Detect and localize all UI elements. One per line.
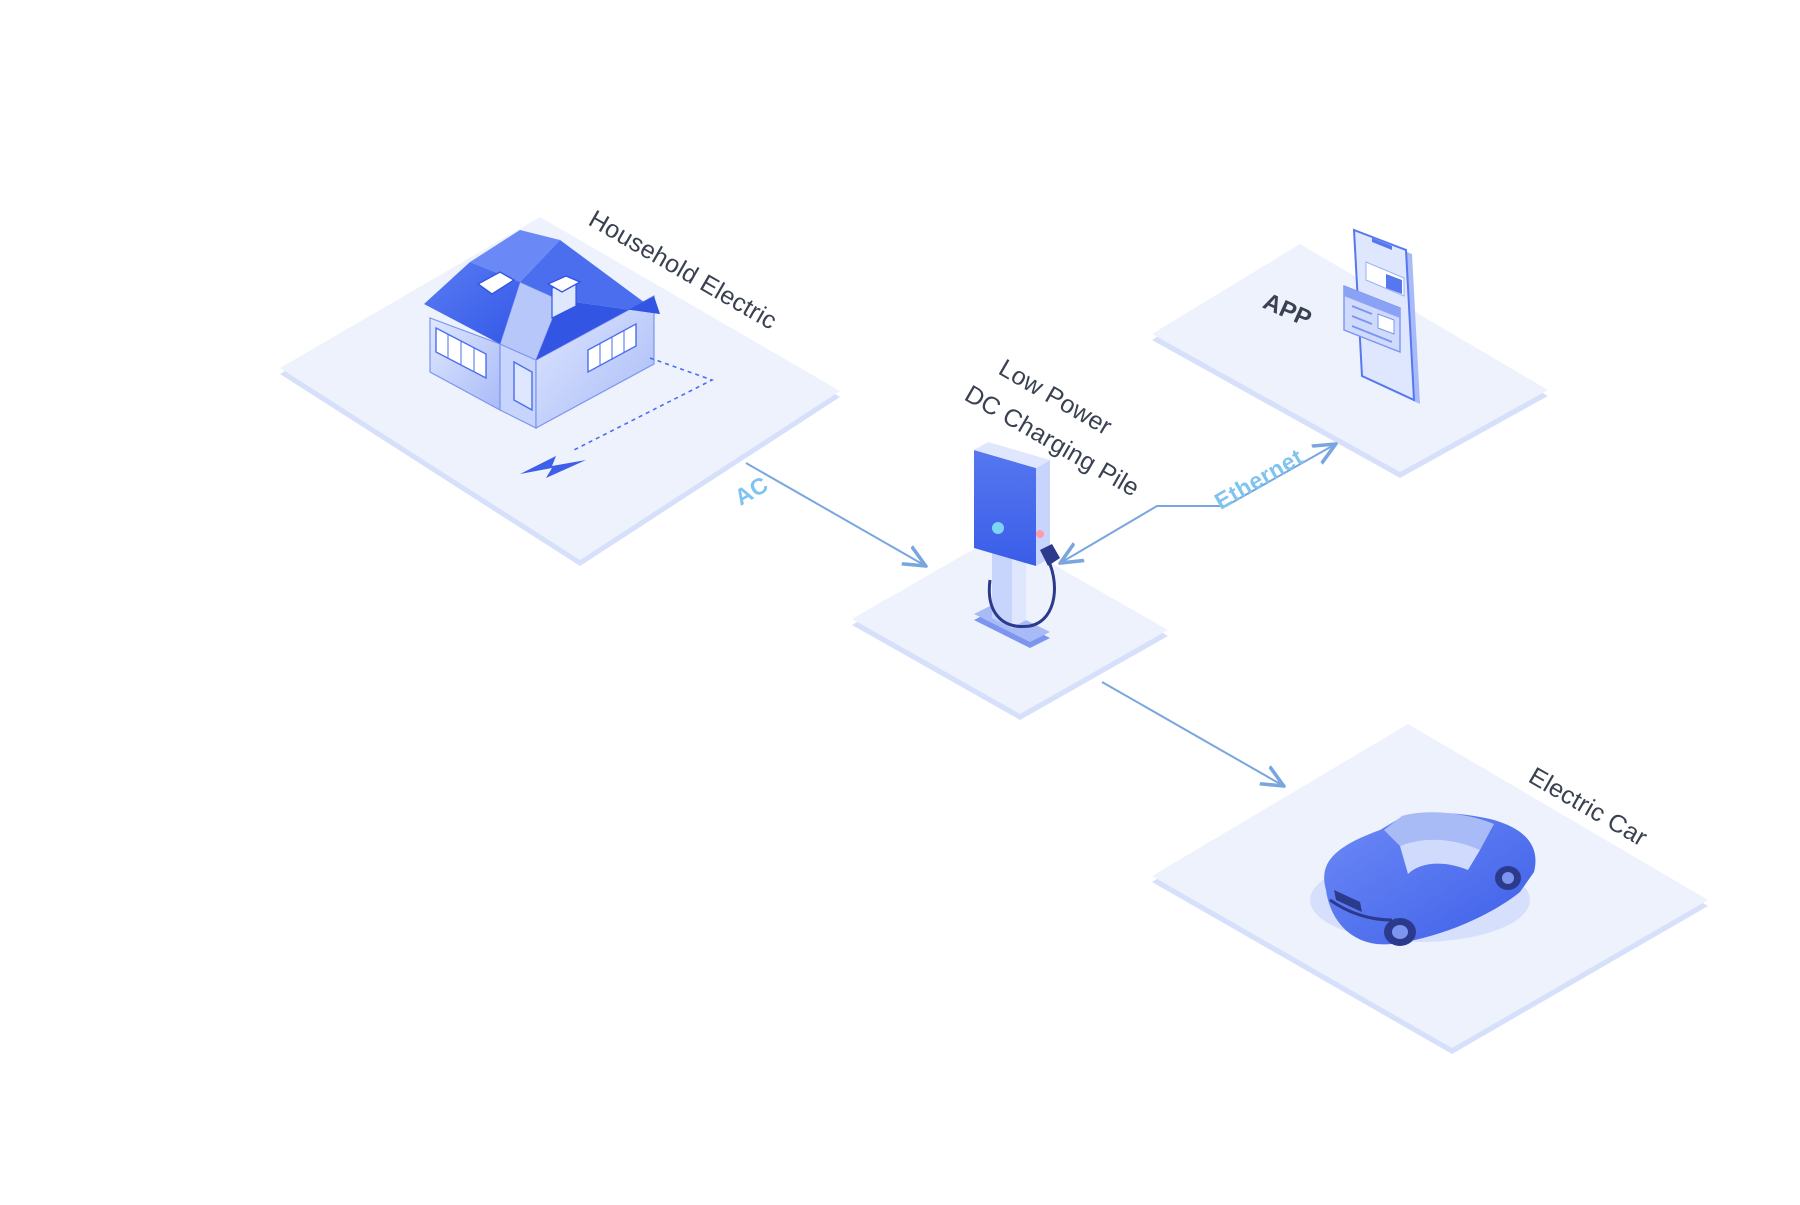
car-icon (1310, 812, 1536, 946)
house-icon (424, 230, 715, 451)
lightning-icon (520, 456, 586, 478)
connector-ac-arrow (745, 462, 924, 565)
platform-app (1152, 244, 1548, 478)
charging-pile-icon (974, 442, 1060, 648)
connector-ethernet-arrows (1062, 445, 1334, 562)
phone-icon (1343, 228, 1420, 404)
connector-car-arrow (1101, 681, 1282, 785)
